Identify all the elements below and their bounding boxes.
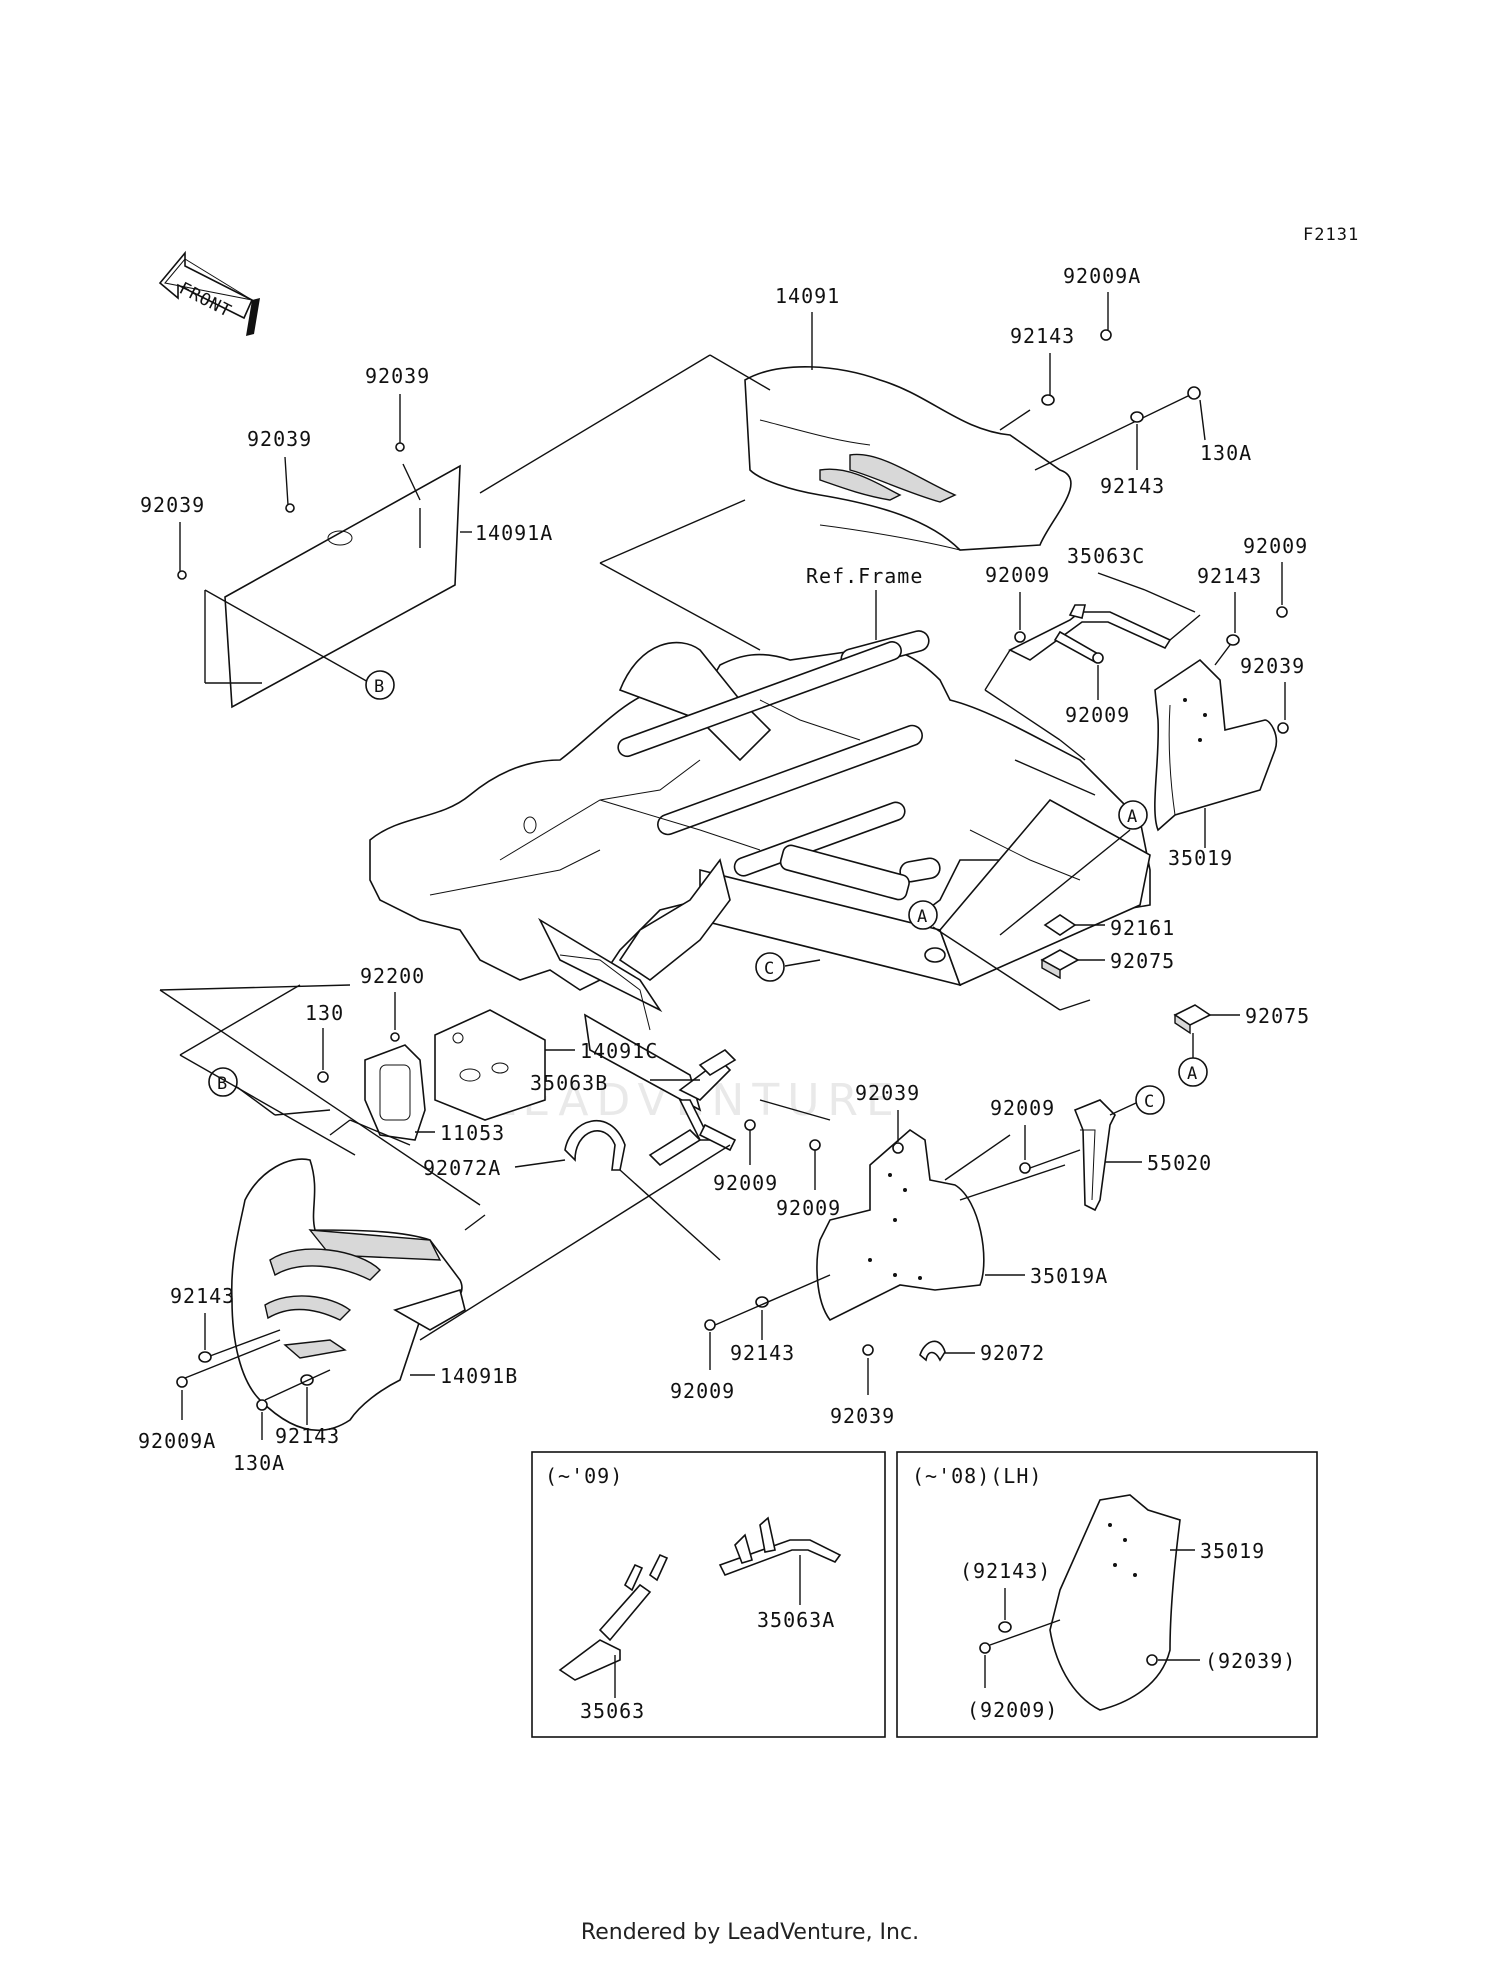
label-92143-m: 92143 xyxy=(730,1341,795,1365)
inset-right-title: (~'08)(LH) xyxy=(912,1464,1042,1488)
label-14091c: 14091C xyxy=(580,1039,658,1063)
label-92009-m1: 92009 xyxy=(713,1171,778,1195)
inset-label-35063a: 35063A xyxy=(757,1608,835,1632)
label-92200: 92200 xyxy=(360,964,425,988)
inset-left-box xyxy=(531,1451,886,1738)
label-92039-m: 92039 xyxy=(855,1081,920,1105)
mudflap-35019-lh xyxy=(1049,1494,1181,1711)
inset-label-35063: 35063 xyxy=(580,1699,645,1723)
label-92072: 92072 xyxy=(980,1341,1045,1365)
plate-14091c xyxy=(434,1009,546,1121)
bracket-35063a xyxy=(718,1516,842,1577)
label-92072a: 92072A xyxy=(423,1156,501,1180)
frame-11053 xyxy=(364,1044,426,1141)
label-55020: 55020 xyxy=(1147,1151,1212,1175)
label-92143-l1: 92143 xyxy=(170,1284,235,1308)
label-11053: 11053 xyxy=(440,1121,505,1145)
fender-14091 xyxy=(744,366,1072,551)
label-130a-l: 130A xyxy=(233,1451,285,1475)
marker-c-right xyxy=(1135,1085,1165,1115)
label-92143-top1: 92143 xyxy=(1010,324,1075,348)
footer-credit: Rendered by LeadVenture, Inc. xyxy=(580,1920,920,1945)
label-92009a-l: 92009A xyxy=(138,1429,216,1453)
mudflap-35019 xyxy=(1154,658,1278,832)
label-92039-a: 92039 xyxy=(365,364,430,388)
label-92161: 92161 xyxy=(1110,916,1175,940)
label-92075-b: 92075 xyxy=(1245,1004,1310,1028)
marker-b-top xyxy=(365,670,395,700)
bracket-55020 xyxy=(1073,1099,1116,1212)
label-92009-r1: 92009 xyxy=(985,563,1050,587)
ref-frame-label: Ref.Frame xyxy=(806,564,923,588)
main-frame xyxy=(369,630,1151,1112)
label-92075-a: 92075 xyxy=(1110,949,1175,973)
marker-c-frame-label: C xyxy=(764,959,775,979)
marker-b-left-label: B xyxy=(217,1074,228,1094)
label-92143-top2: 92143 xyxy=(1100,474,1165,498)
marker-a-frame-1-label: A xyxy=(1127,807,1138,827)
bracket-35063b xyxy=(648,1048,737,1167)
band-92072 xyxy=(919,1340,946,1362)
marker-a-right-label: A xyxy=(1187,1064,1198,1084)
inset-left-title: (~'09) xyxy=(545,1464,623,1488)
marker-a-frame-2-label: A xyxy=(917,907,928,927)
inset-label-35019: 35019 xyxy=(1200,1539,1265,1563)
diagram-code: F2131 xyxy=(1303,225,1359,245)
marker-b-top-label: B xyxy=(374,677,385,697)
inset-label-92143: (92143) xyxy=(960,1559,1051,1583)
fender-14091b xyxy=(230,1158,466,1432)
label-92039-b: 92039 xyxy=(247,427,312,451)
label-92009-m4: 92009 xyxy=(670,1379,735,1403)
marker-c-right-label: C xyxy=(1144,1092,1155,1112)
inset-label-92009: (92009) xyxy=(967,1698,1058,1722)
label-92143-l2: 92143 xyxy=(275,1424,340,1448)
label-92039-m2: 92039 xyxy=(830,1404,895,1428)
label-14091: 14091 xyxy=(775,284,840,308)
bracket-35063 xyxy=(558,1553,669,1681)
label-35063c: 35063C xyxy=(1067,544,1145,568)
mudflap-35019a xyxy=(816,1128,985,1322)
marker-a-frame-1 xyxy=(1118,800,1148,830)
marker-c-frame xyxy=(755,952,785,982)
band-92072a xyxy=(564,1119,626,1171)
label-92009-r2: 92009 xyxy=(1065,703,1130,727)
label-92039-c: 92039 xyxy=(140,493,205,517)
label-35063b: 35063B xyxy=(530,1071,608,1095)
panel-14091a xyxy=(224,463,461,709)
bracket-35063c xyxy=(1008,604,1172,664)
label-92009-m3: 92009 xyxy=(990,1096,1055,1120)
label-92039-r: 92039 xyxy=(1240,654,1305,678)
label-35019: 35019 xyxy=(1168,846,1233,870)
label-92009a-top: 92009A xyxy=(1063,264,1141,288)
label-92143-r: 92143 xyxy=(1197,564,1262,588)
label-14091a: 14091A xyxy=(475,521,553,545)
inset-right-box xyxy=(896,1451,1318,1738)
marker-a-frame-2 xyxy=(908,900,938,930)
label-130: 130 xyxy=(305,1001,344,1025)
label-130a-top: 130A xyxy=(1200,441,1252,465)
front-arrow-icon: FRONT xyxy=(158,250,260,336)
label-92009-r3: 92009 xyxy=(1243,534,1308,558)
label-35019a: 35019A xyxy=(1030,1264,1108,1288)
inset-label-92039: (92039) xyxy=(1205,1649,1296,1673)
label-92009-m2: 92009 xyxy=(776,1196,841,1220)
label-14091b: 14091B xyxy=(440,1364,518,1388)
